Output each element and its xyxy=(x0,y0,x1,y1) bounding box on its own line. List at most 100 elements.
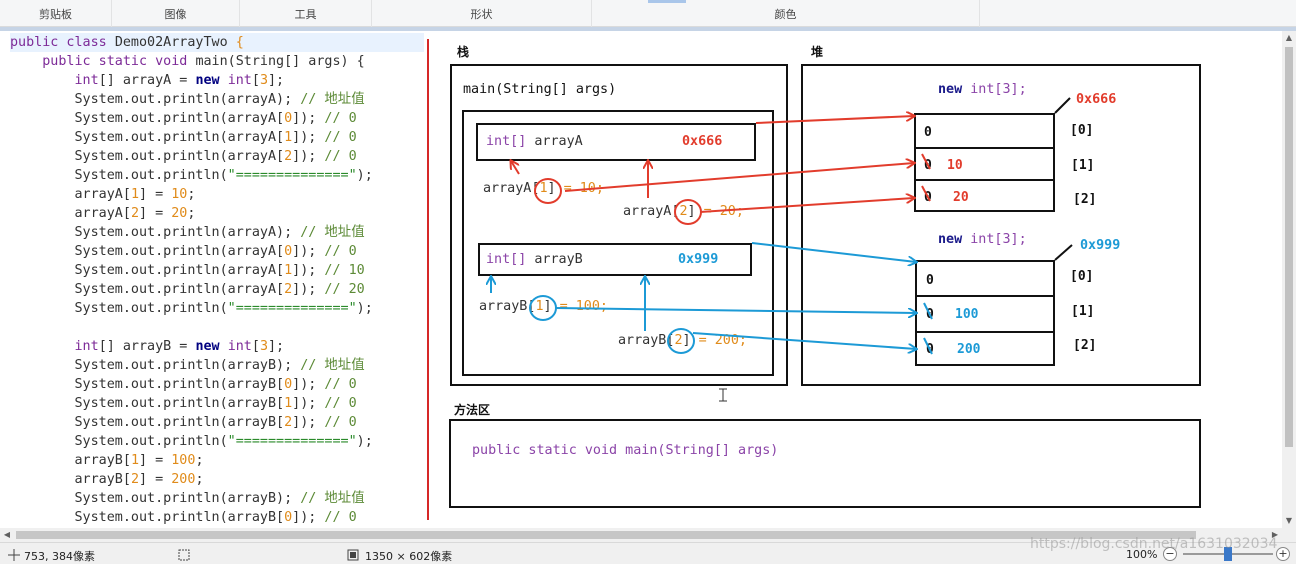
code-token: ]); xyxy=(292,396,325,411)
code-token: // 0 xyxy=(324,244,357,259)
code-line: int[] arrayA = new int[3]; xyxy=(10,71,424,90)
code-token: // 0 xyxy=(324,415,357,430)
code-token: 0 xyxy=(284,244,293,259)
code-token: { xyxy=(235,35,244,50)
method-area-text: public static void main(String[] args) xyxy=(472,443,779,458)
code-token: ]); xyxy=(292,282,325,297)
code-token xyxy=(10,73,75,88)
text-cursor-icon xyxy=(719,388,727,402)
code-token: arrayA[ xyxy=(10,206,131,221)
divider-line xyxy=(427,39,429,520)
heap-arrayA-cell-1-old: 0 xyxy=(924,158,932,173)
code-token: ] = xyxy=(139,453,172,468)
code-token: System.out.println( xyxy=(10,301,228,316)
heap-arrayB-box xyxy=(915,260,1055,366)
code-line: System.out.println("=============="); xyxy=(10,166,424,185)
heap-arrayA-cell-1-new: 10 xyxy=(947,158,963,173)
code-token: ]); xyxy=(292,415,325,430)
code-token: ]; xyxy=(268,73,285,88)
code-token: 200 xyxy=(171,472,196,487)
ribbon-group-image[interactable]: 图像 xyxy=(112,0,240,27)
vertical-scroll-thumb[interactable] xyxy=(1285,47,1293,447)
ribbon-group-tools[interactable]: 工具 xyxy=(240,0,372,27)
heap-arrayA-cell-2-old: 0 xyxy=(924,190,932,205)
code-token: // 0 xyxy=(324,130,357,145)
code-token: ] = xyxy=(139,472,172,487)
ribbon-group-colors[interactable]: 颜色 xyxy=(592,0,980,27)
code-token: // 地址值 xyxy=(300,358,365,373)
heap-arrayB-divider xyxy=(917,331,1053,333)
heap-arrayA-cell-0: 0 xyxy=(924,125,932,140)
code-token: ; xyxy=(195,453,204,468)
zoom-slider-thumb[interactable] xyxy=(1224,547,1232,561)
code-token: main(String[] args) { xyxy=(195,54,365,69)
assign-arrayB-1: arrayB[1] = 100; xyxy=(479,299,608,314)
code-token: System.out.println(arrayA); xyxy=(10,225,301,240)
heap-arrayB-index-0: [0] xyxy=(1070,269,1094,284)
code-token: [] arrayA = xyxy=(98,73,196,88)
code-line: System.out.println(arrayB[1]); // 0 xyxy=(10,394,424,413)
stack-label: 栈 xyxy=(457,45,470,59)
heap-arrayA-header: new int[3]; xyxy=(938,82,1027,97)
image-canvas[interactable]: public class Demo02ArrayTwo { public sta… xyxy=(0,31,1282,528)
horizontal-scrollbar[interactable]: ◀ ▶ xyxy=(0,528,1296,542)
code-token: System.out.println( xyxy=(10,434,228,449)
scroll-left-icon[interactable]: ◀ xyxy=(3,530,11,539)
zoom-in-button[interactable]: + xyxy=(1276,547,1290,561)
scroll-down-icon[interactable]: ▼ xyxy=(1285,516,1293,525)
code-line: arrayA[1] = 10; xyxy=(10,185,424,204)
code-token: "==============" xyxy=(227,168,357,183)
horizontal-scroll-thumb[interactable] xyxy=(16,531,1196,539)
code-token: public class xyxy=(10,35,115,50)
ribbon-group-clipboard[interactable]: 剪贴板 xyxy=(0,0,112,27)
code-line: System.out.println(arrayB); // 地址值 xyxy=(10,356,424,375)
code-token: // 0 xyxy=(324,377,357,392)
code-token: System.out.println(arrayB[ xyxy=(10,415,285,430)
code-token: 2 xyxy=(284,282,293,297)
arrayB-var-box xyxy=(478,243,752,276)
assign-arrayA-1: arrayA[1] = 10; xyxy=(483,181,604,196)
watermark: https://blog.csdn.net/a1631032034 xyxy=(1030,536,1278,552)
code-token: // 0 xyxy=(324,510,357,525)
heap-label: 堆 xyxy=(811,45,824,59)
code-token: ] = xyxy=(139,206,172,221)
scroll-up-icon[interactable]: ▲ xyxy=(1285,33,1293,42)
vertical-scrollbar[interactable]: ▲ ▼ xyxy=(1282,31,1296,528)
ribbon-toolbar: 剪贴板 图像 工具 形状 颜色 xyxy=(0,0,1296,27)
code-line: public class Demo02ArrayTwo { xyxy=(10,33,424,52)
code-line: System.out.println(arrayA[1]); // 0 xyxy=(10,128,424,147)
code-token: ]); xyxy=(292,149,325,164)
code-token: ]); xyxy=(292,510,325,525)
zoom-out-button[interactable]: − xyxy=(1163,547,1177,561)
code-token: arrayA[ xyxy=(10,187,131,202)
code-token: ); xyxy=(356,434,373,449)
image-size: 1350 × 602像素 xyxy=(365,550,453,563)
heap-arrayB-cell-1-new: 100 xyxy=(955,307,979,322)
code-line: System.out.println(arrayB[0]); // 0 xyxy=(10,508,424,527)
code-token: ]); xyxy=(292,111,325,126)
heap-arrayA-cell-2-new: 20 xyxy=(953,190,969,205)
scroll-right-icon[interactable]: ▶ xyxy=(1271,530,1279,539)
code-token: System.out.println(arrayB[ xyxy=(10,396,285,411)
code-token: 1 xyxy=(130,453,139,468)
heap-arrayB-cell-0: 0 xyxy=(926,273,934,288)
main-frame-label: main(String[] args) xyxy=(463,82,617,97)
code-line: System.out.println(arrayA[2]); // 0 xyxy=(10,147,424,166)
code-token: 3 xyxy=(259,339,268,354)
code-token: // 20 xyxy=(324,282,365,297)
code-token: System.out.println(arrayB); xyxy=(10,491,301,506)
code-token: System.out.println(arrayB[ xyxy=(10,510,285,525)
code-token: 3 xyxy=(259,73,268,88)
code-token: ; xyxy=(195,472,204,487)
code-token: 1 xyxy=(284,130,293,145)
code-token: // 10 xyxy=(324,263,365,278)
code-token: new xyxy=(195,339,228,354)
code-line: System.out.println(arrayA); // 地址值 xyxy=(10,90,424,109)
code-token: int xyxy=(227,73,252,88)
cursor-position-icon xyxy=(8,549,20,561)
code-token xyxy=(10,54,42,69)
ribbon-group-shapes[interactable]: 形状 xyxy=(372,0,592,27)
arrayA-address: 0x666 xyxy=(682,134,723,149)
code-line: System.out.println(arrayB[2]); // 0 xyxy=(10,413,424,432)
code-line: System.out.println(arrayA[1]); // 10 xyxy=(10,261,424,280)
